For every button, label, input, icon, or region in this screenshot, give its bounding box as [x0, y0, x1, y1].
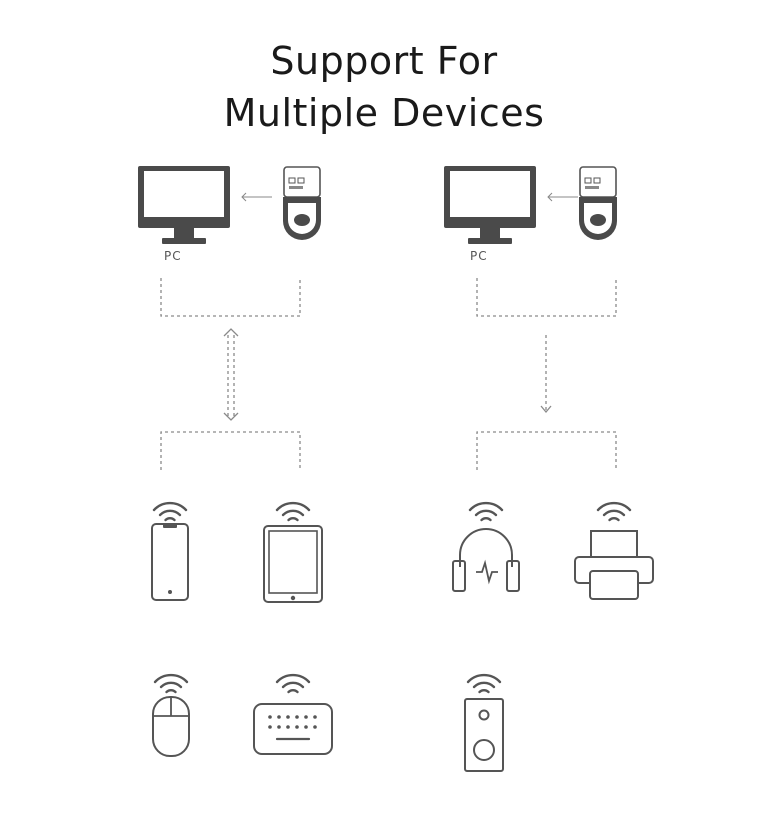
title-line-2: Multiple Devices — [223, 91, 545, 135]
monitor-icon-left — [138, 166, 230, 244]
phone-icon — [151, 501, 189, 601]
mouse-icon — [152, 673, 190, 757]
bluetooth-adapter-icon-right — [578, 166, 618, 241]
speaker-icon — [464, 673, 504, 772]
connector-lines — [160, 278, 617, 470]
pc-label-left: PC — [164, 249, 182, 263]
pc-label-right: PC — [470, 249, 488, 263]
title-line-1: Support For — [270, 39, 498, 83]
arrow-left-top — [241, 192, 272, 202]
printer-icon — [574, 501, 654, 600]
bluetooth-adapter-icon-left — [282, 166, 322, 241]
headphones-icon — [452, 501, 520, 592]
monitor-icon-right — [444, 166, 536, 244]
tablet-icon — [263, 501, 323, 603]
connector-arrowheads — [223, 328, 552, 421]
keyboard-icon — [253, 673, 333, 755]
arrow-right-top — [547, 192, 578, 202]
